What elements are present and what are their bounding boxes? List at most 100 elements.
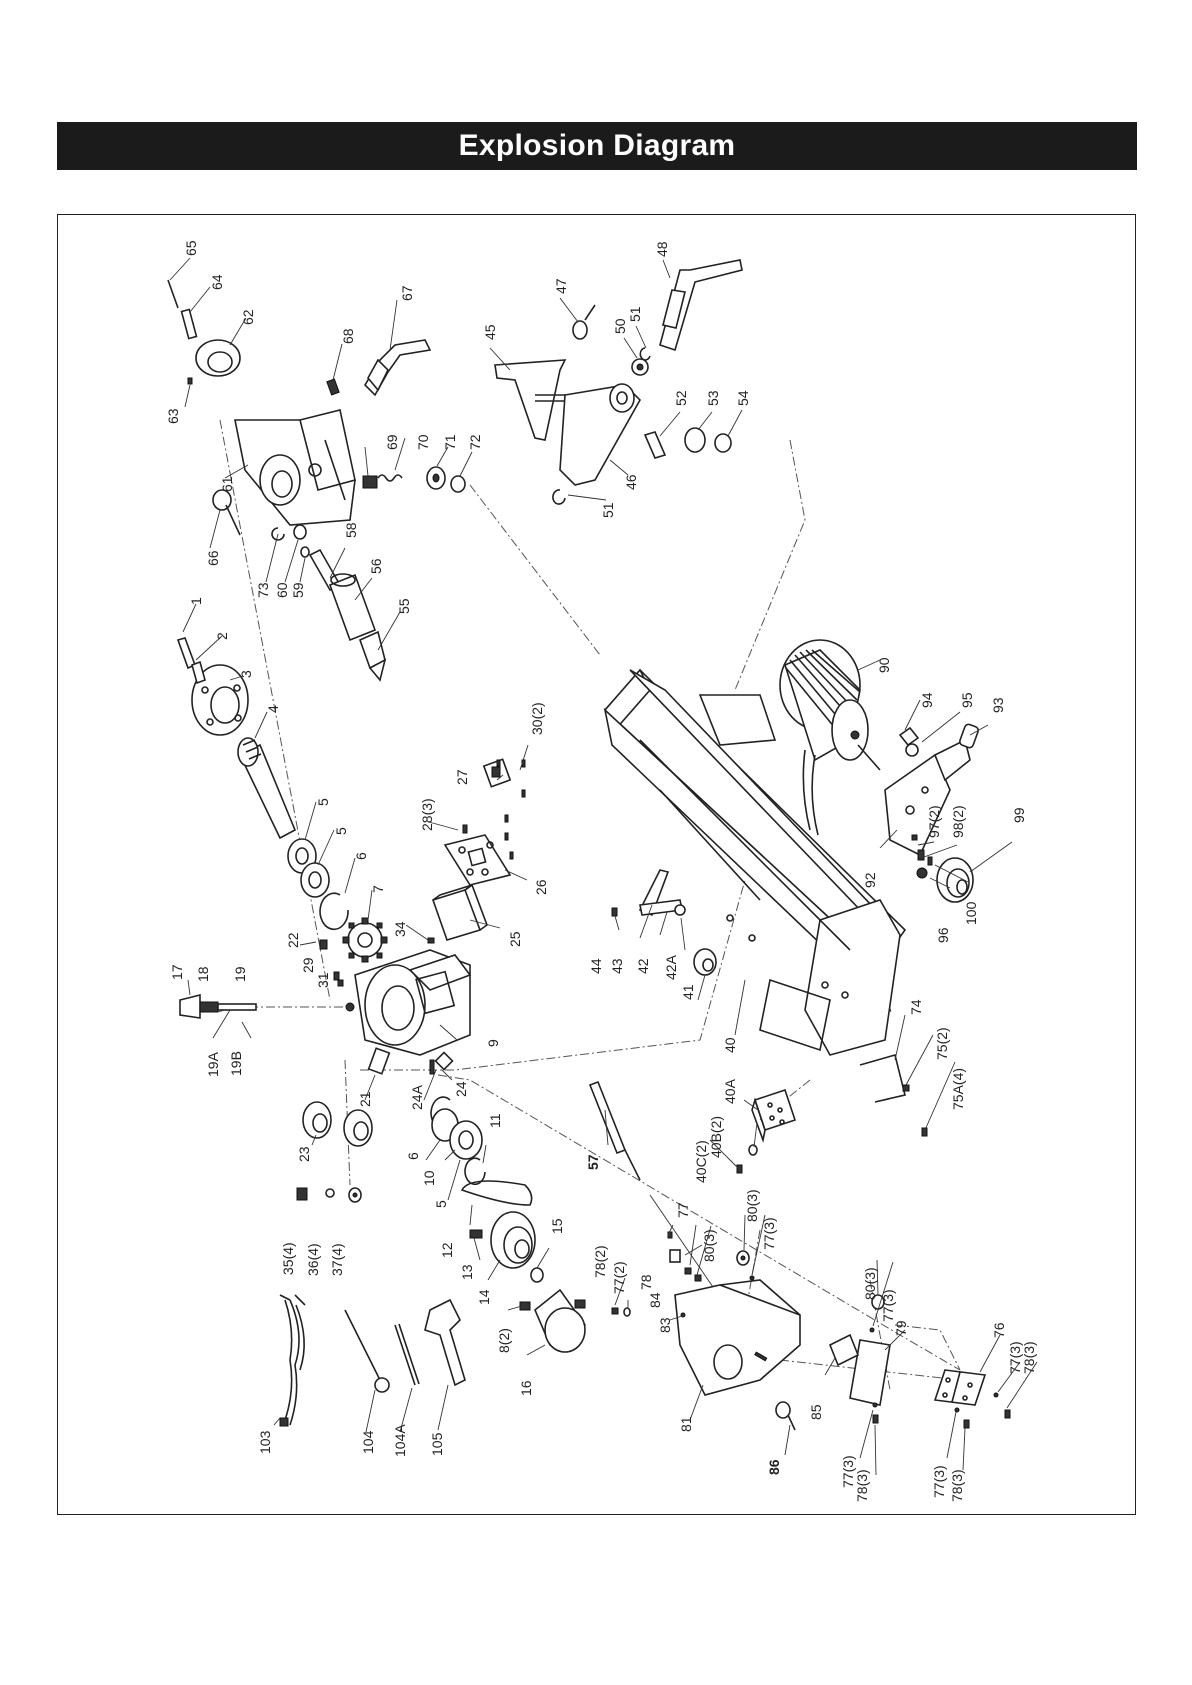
label-62: 62 xyxy=(240,309,256,325)
label-4: 4 xyxy=(265,705,281,713)
label-28-3: 28(3) xyxy=(419,798,435,831)
label-31: 31 xyxy=(315,972,331,988)
pin-24 xyxy=(429,1059,435,1075)
label-2: 2 xyxy=(214,632,230,640)
screw-44 xyxy=(611,907,618,917)
snap-ring-6 xyxy=(319,892,349,931)
label-45: 45 xyxy=(482,324,498,340)
switch-27 xyxy=(482,758,512,788)
screw-75a xyxy=(921,1127,928,1137)
label-104A: 104A xyxy=(392,1424,408,1457)
label-47: 47 xyxy=(553,278,569,294)
knob-86 xyxy=(775,1401,796,1431)
bolt-69 xyxy=(362,475,378,489)
switch-plate-26 xyxy=(443,834,512,886)
pin-19 xyxy=(217,1003,257,1011)
washer-77f xyxy=(954,1407,960,1413)
label-61: 61 xyxy=(219,476,235,492)
spring-70 xyxy=(377,474,403,482)
label-54: 54 xyxy=(735,390,751,406)
label-6: 6 xyxy=(353,852,369,860)
headstock-9 xyxy=(345,949,472,1056)
label-6b: 6 xyxy=(405,1152,421,1160)
washer-97 xyxy=(911,834,918,841)
label-93: 93 xyxy=(990,697,1006,713)
label-78-2: 78(2) xyxy=(592,1245,608,1278)
washer-53 xyxy=(684,427,706,453)
label-51a: 51 xyxy=(627,306,643,322)
label-78-3a: 78(3) xyxy=(854,1469,870,1502)
washer-59 xyxy=(300,546,310,558)
label-56: 56 xyxy=(368,558,384,574)
label-15: 15 xyxy=(549,1218,565,1234)
label-70: 70 xyxy=(415,434,431,450)
label-57: 57 xyxy=(585,1154,601,1170)
live-center-55 xyxy=(358,630,387,682)
label-77-2: 77(2) xyxy=(611,1261,627,1294)
label-98-2: 98(2) xyxy=(950,805,966,838)
hinge-79 xyxy=(849,1339,891,1406)
label-42A: 42A xyxy=(663,954,679,980)
label-26: 26 xyxy=(533,879,549,895)
label-100: 100 xyxy=(963,901,979,925)
label-69: 69 xyxy=(384,434,400,450)
lathe-bed-40 xyxy=(603,668,907,1056)
screw-13 xyxy=(469,1229,483,1239)
label-13: 13 xyxy=(459,1264,475,1280)
screw-35 xyxy=(296,1187,308,1201)
label-64: 64 xyxy=(209,274,225,290)
label-16: 16 xyxy=(518,1380,534,1396)
label-77-3c: 77(3) xyxy=(840,1455,856,1488)
label-68: 68 xyxy=(340,328,356,344)
label-78: 78 xyxy=(638,1274,654,1290)
label-46: 46 xyxy=(623,474,639,490)
washer-77d xyxy=(872,1402,878,1408)
motor-bracket-92 xyxy=(884,723,980,857)
label-51b: 51 xyxy=(600,502,616,518)
switch-box-25 xyxy=(431,883,488,941)
label-19A: 19A xyxy=(205,1051,221,1077)
label-66: 66 xyxy=(205,550,221,566)
label-9: 9 xyxy=(485,1039,501,1047)
label-3: 3 xyxy=(238,670,254,678)
spindle-pulley-14 xyxy=(490,1211,536,1269)
label-74: 74 xyxy=(908,999,924,1015)
label-81: 81 xyxy=(678,1416,694,1432)
nut-75 xyxy=(902,1084,910,1092)
label-36-4: 36(4) xyxy=(305,1243,321,1276)
lock-handle-66 xyxy=(212,489,241,536)
label-96: 96 xyxy=(935,927,951,943)
motor-pulley-99 xyxy=(936,857,974,903)
washer-42a xyxy=(674,904,686,916)
spring-31 xyxy=(337,979,344,987)
label-5b: 5 xyxy=(333,827,349,835)
tool-rest-45 xyxy=(494,359,585,441)
label-86: 86 xyxy=(766,1459,782,1475)
label-42: 42 xyxy=(635,958,651,974)
label-8-2: 8(2) xyxy=(496,1328,512,1353)
label-34: 34 xyxy=(392,921,408,937)
cam-41 xyxy=(693,948,717,976)
label-77-3a: 77(3) xyxy=(761,1217,777,1250)
screw-78d xyxy=(963,1419,970,1429)
label-92: 92 xyxy=(862,872,878,888)
label-80-3b: 80(3) xyxy=(744,1189,760,1222)
label-24: 24 xyxy=(453,1081,469,1097)
leader-lines xyxy=(169,257,1038,1476)
label-97-2: 97(2) xyxy=(926,805,942,838)
label-43: 43 xyxy=(609,958,625,974)
quill-56 xyxy=(328,573,377,642)
index-gear-7 xyxy=(342,917,388,963)
label-37-4: 37(4) xyxy=(329,1243,345,1276)
belt-12 xyxy=(460,1180,533,1206)
label-84: 84 xyxy=(647,1292,663,1308)
bolt-52 xyxy=(643,431,667,459)
label-85: 85 xyxy=(808,1404,824,1420)
set-screw-63 xyxy=(187,377,193,385)
ring-51a xyxy=(639,347,651,361)
lock-handle-48 xyxy=(659,259,743,352)
label-76: 76 xyxy=(991,1322,1007,1338)
label-10: 10 xyxy=(421,1170,437,1186)
label-35-4: 35(4) xyxy=(280,1242,296,1275)
label-104: 104 xyxy=(360,1430,376,1454)
